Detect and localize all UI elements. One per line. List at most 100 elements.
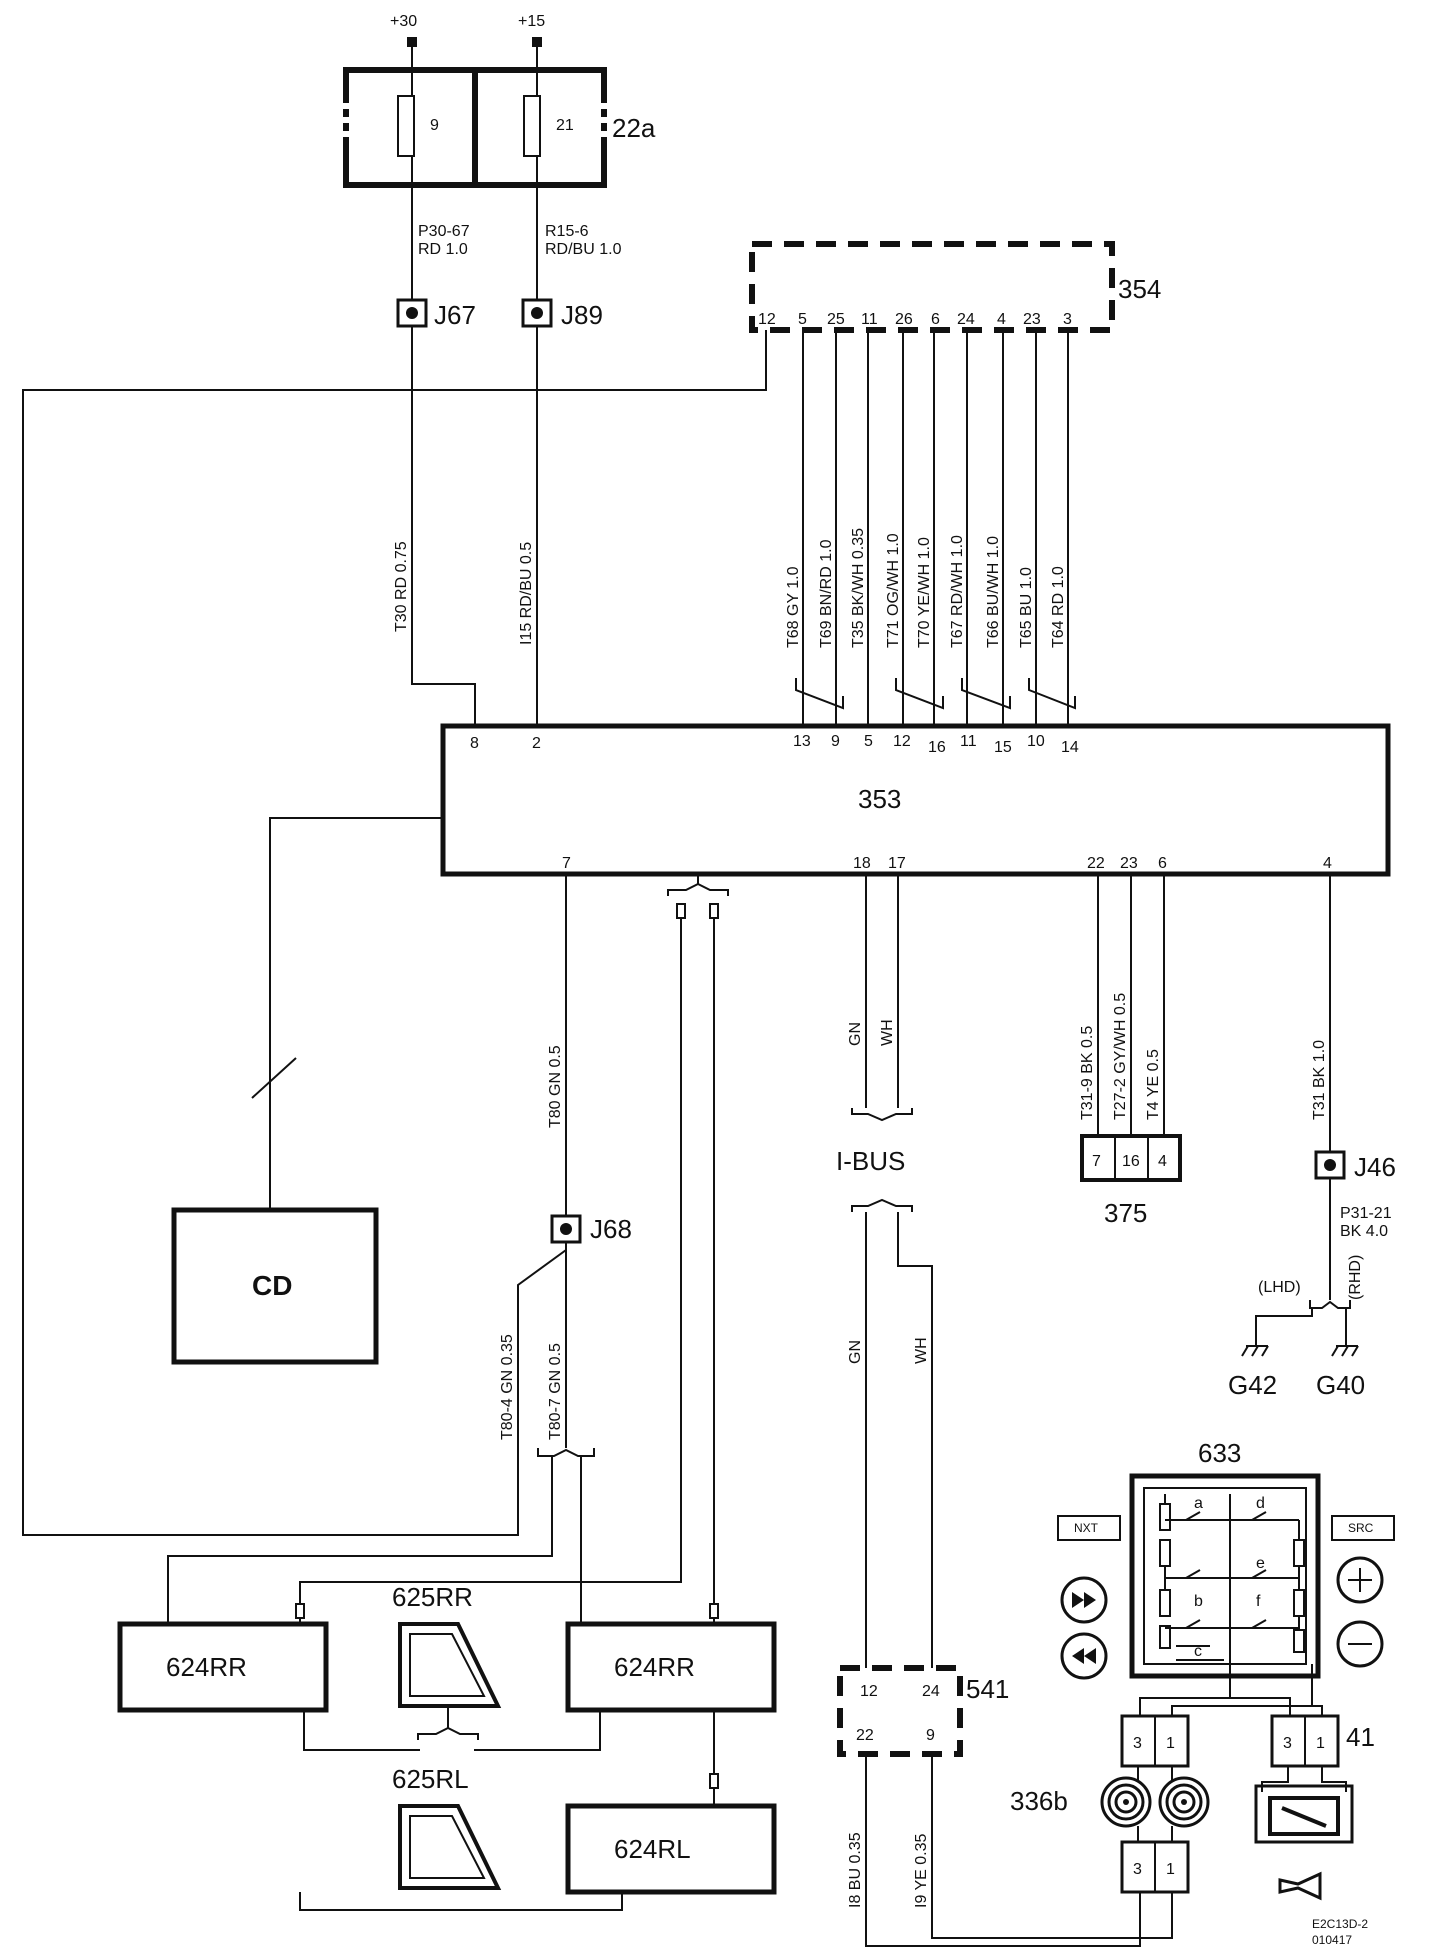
bus-wires: T68 GY 1.0 T69 BN/RD 1.0 T35 BK/WH 0.35 … [785,330,1076,726]
wire-p30-67: P30-67 [418,223,470,240]
ground-lhd-label: (LHD) [1258,1279,1301,1296]
pin-353-16: 16 [928,739,946,756]
pin-353-15: 15 [994,739,1012,756]
pin-353-11: 11 [960,733,977,750]
wire-t31: T31 BK 1.0 [1311,1040,1328,1120]
ibus-label: I-BUS [836,1146,905,1176]
wire-t68: T68 GY 1.0 [785,566,802,648]
wire-t64: T64 RD 1.0 [1050,566,1067,648]
speaker-624rr-left: 624RR [117,1621,329,1713]
connector-336b-bottom: 3 1 [1120,1840,1190,1894]
splice-j68: J68 [550,1214,632,1244]
splice-j89-label: J89 [561,300,603,330]
wire-t80-4: T80-4 GN 0.35 [499,1334,516,1440]
wire-t35: T35 BK/WH 0.35 [850,528,867,648]
pin-353-13: 13 [793,733,811,750]
diagram-date-code: 010417 [1312,1933,1352,1947]
rewind-icon[interactable] [1060,1632,1108,1680]
wire-p31-21: P31-21 [1340,1205,1392,1222]
wire-t80-7: T80-7 GN 0.5 [547,1343,564,1440]
fast-forward-icon[interactable] [1060,1576,1108,1624]
switch-f-label: f [1256,1593,1261,1610]
pin-375-16: 16 [1122,1153,1140,1170]
ground-g40-label: G40 [1316,1370,1365,1400]
connector-354: 354 12 5 25 11 26 6 24 4 23 3 [749,241,1161,333]
speaker-624rl: 624RL [565,1803,777,1895]
tweeter-625rl-label: 625RL [392,1764,469,1794]
splice-j46: J46 [1314,1150,1396,1182]
switch-c-label: c [1194,1643,1202,1660]
wire-t27-2: T27-2 GY/WH 0.5 [1112,993,1129,1120]
ibus-gn-top: GN [847,1022,864,1046]
pin-541-9: 9 [926,1727,935,1744]
connector-41-label: 41 [1346,1722,1375,1752]
connector-336b-top: 3 1 [1120,1714,1190,1768]
pin-354-4: 4 [997,311,1006,328]
wire-t70: T70 YE/WH 1.0 [916,537,933,648]
pin-353-17: 17 [888,855,906,872]
pin-541-22: 22 [856,1727,874,1744]
pin-41-1: 1 [1316,1735,1325,1752]
pin-336b-bottom-1: 1 [1166,1861,1175,1878]
wire-r15-6: R15-6 [545,223,589,240]
speaker-624rr-right: 624RR [565,1621,777,1713]
cd-unit: CD [171,1207,379,1365]
ground-g40-icon [1331,1345,1359,1357]
horn-switch-icon [1254,1784,1354,1844]
pin-354-25: 25 [827,311,845,328]
pin-353-6: 6 [1158,855,1167,872]
speaker-624rr-left-label: 624RR [166,1652,247,1682]
splice-j67: J67 [396,298,476,330]
pin-353-9: 9 [831,733,840,750]
unit-353: 353 8 2 13 9 5 12 16 11 15 10 14 7 18 17… [440,723,1391,877]
src-button-label: SRC [1348,1521,1374,1535]
horn-icon [1278,1871,1322,1901]
supply-terminals: +30 +15 [390,13,545,70]
nxt-button[interactable]: NXT [1057,1515,1121,1541]
ground-g42-label: G42 [1228,1370,1277,1400]
nxt-button-label: NXT [1074,1521,1099,1535]
ground-rhd-label: (RHD) [1347,1255,1364,1300]
switch-a-label: a [1194,1495,1203,1512]
volume-up-icon[interactable] [1336,1556,1384,1604]
wire-t30: T30 RD 0.75 [393,541,410,632]
fusebox-22a: 9 21 22a [342,67,656,188]
tweeter-625rr-icon [398,1622,502,1708]
splice-j89: J89 [521,298,603,330]
wire-t66: T66 BU/WH 1.0 [985,536,1002,648]
pin-354-24: 24 [957,311,975,328]
terminal-30-label: +30 [390,13,417,30]
connector-41: 3 1 41 [1270,1714,1375,1768]
pin-353-23: 23 [1120,855,1138,872]
pin-354-12: 12 [758,311,776,328]
switch-633-label: 633 [1198,1438,1241,1468]
wire-rd-1-0: RD 1.0 [418,241,468,258]
pin-336b-top-1: 1 [1166,1735,1175,1752]
pin-354-23: 23 [1023,311,1041,328]
src-button[interactable]: SRC [1331,1515,1395,1541]
fuse-9-label: 9 [430,117,439,134]
terminal-15-label: +15 [518,13,545,30]
ibus-gn-bottom: GN [847,1340,864,1364]
pin-353-18: 18 [853,855,871,872]
pin-353-22: 22 [1087,855,1105,872]
connector-354-label: 354 [1118,274,1161,304]
cd-unit-label: CD [252,1270,292,1301]
horn-spiral-left-icon [1100,1776,1152,1828]
wire-i15: I15 RD/BU 0.5 [518,542,535,645]
pin-541-24: 24 [922,1683,940,1700]
wire-t31-9: T31-9 BK 0.5 [1079,1026,1096,1120]
pin-375-7: 7 [1092,1153,1101,1170]
volume-down-icon[interactable] [1336,1620,1384,1668]
fusebox-id: 22a [612,113,656,143]
wire-t69: T69 BN/RD 1.0 [818,539,835,648]
wire-bk-4-0: BK 4.0 [1340,1223,1388,1240]
wire-t80: T80 GN 0.5 [547,1045,564,1128]
pin-541-12: 12 [860,1683,878,1700]
ground-g42-icon [1241,1345,1269,1357]
pin-353-4: 4 [1323,855,1332,872]
speaker-624rl-label: 624RL [614,1834,691,1864]
pin-353-7: 7 [562,855,571,872]
pin-353-12: 12 [893,733,911,750]
